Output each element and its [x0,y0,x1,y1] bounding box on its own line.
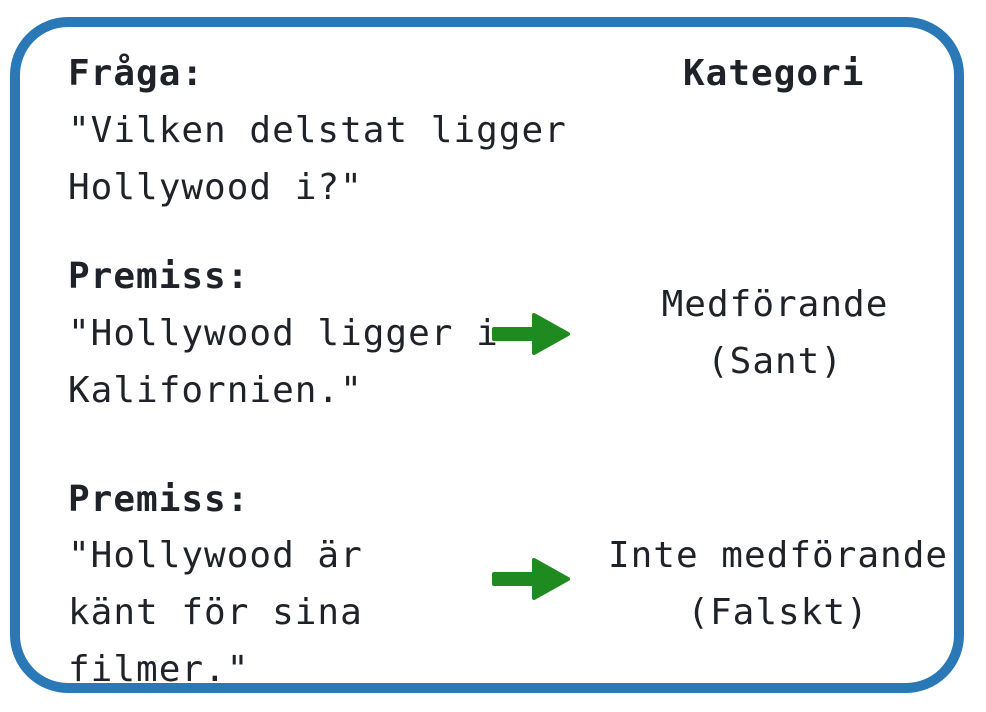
premise-2-text: "Hollywood är känt för sina filmer." [68,535,386,690]
premise-2-label: Premiss: [68,479,250,520]
premise-1-text: "Hollywood ligger i Kalifornien." [68,313,499,411]
arrow-right-icon [492,558,570,600]
premise-1-label: Premiss: [68,256,250,297]
question-label: Fråga: [68,53,205,94]
question-text: "Vilken delstat ligger Hollywood i?" [68,110,590,208]
category-2-result: Inte medförande (Falskt) [607,535,971,633]
arrow-right-icon [492,313,570,355]
diagram-frame [10,17,964,693]
category-1-result: Medförande (Sant) [661,284,912,382]
category-header: Kategori [683,53,865,94]
